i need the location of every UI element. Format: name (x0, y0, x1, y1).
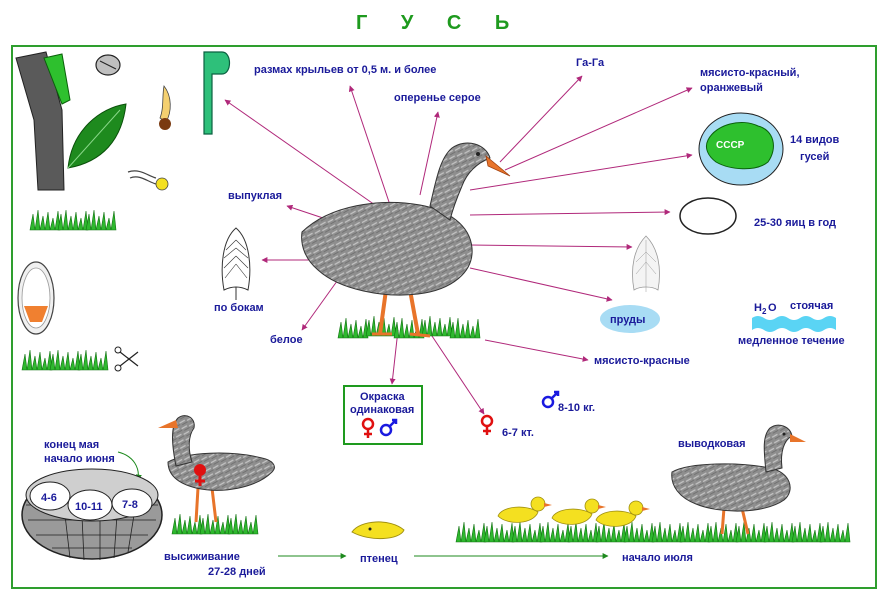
ussr-map-icon: СССР (698, 112, 784, 186)
label-incubation-days: 27-28 дней (208, 566, 266, 578)
grass-scissors-icon (21, 346, 139, 372)
male-symbol-icon (541, 390, 560, 409)
label-legs: мясисто-красные (594, 355, 690, 367)
female-symbol-icon (194, 464, 206, 486)
label-chick: птенец (360, 553, 398, 565)
label-july: начало июля (622, 552, 693, 564)
label-ussr: СССР (716, 140, 745, 151)
female-symbol-icon (480, 414, 494, 435)
grass-patch (337, 315, 481, 339)
label-sides: по бокам (214, 302, 264, 314)
label-female-weight: 6-7 кт. (502, 427, 534, 439)
letter-r-icon (203, 51, 231, 135)
grass-icon (29, 209, 117, 231)
egg-cross-section-icon (17, 261, 55, 335)
gosling-icon (551, 498, 606, 525)
goose-adult-right-illustration (671, 424, 806, 535)
male-symbol-icon (379, 418, 398, 437)
frame-border (11, 45, 877, 589)
stone-icon (95, 54, 121, 76)
label-male-weight: 8-10 кг. (558, 402, 595, 414)
goose-female-illustration (158, 415, 275, 535)
gosling-icon (595, 500, 650, 527)
label-beak-color-1: мясисто-красный, (700, 67, 800, 79)
label-eggs: 25-30 яиц в год (754, 217, 836, 229)
goose-main-illustration (301, 142, 511, 339)
hatchling-icon (351, 521, 405, 539)
worm-icon (127, 170, 169, 191)
nest-illustration (21, 468, 163, 561)
arrows (224, 75, 693, 415)
feather-icon-left (221, 227, 251, 300)
label-convex: выпуклая (228, 190, 282, 202)
label-coloring-1: Окраска (360, 391, 406, 403)
label-white: белое (270, 334, 303, 346)
label-brood: выводковая (678, 438, 746, 450)
egg-icon (679, 197, 737, 235)
label-species-2: гусей (800, 151, 829, 163)
coloring-box (343, 385, 423, 445)
label-voice: Га-Га (576, 57, 605, 69)
leaf-icon (67, 103, 127, 169)
gosling-icon (497, 496, 552, 523)
grass-strip-bottom (455, 521, 851, 543)
label-plumage: оперенье серое (394, 92, 481, 104)
page-title: Г У С Ь (356, 12, 523, 34)
label-beak-color-2: оранжевый (700, 82, 763, 94)
label-wingspan: размах крыльев от 0,5 м. и более (254, 64, 436, 76)
label-coloring-2: одинаковая (350, 404, 414, 416)
label-h2o-o: O (768, 302, 777, 314)
feather-icon-right (632, 235, 660, 292)
water-waves-icon (752, 316, 836, 332)
label-nest-time-2: начало июня (44, 453, 115, 465)
label-nest-time-1: конец мая (44, 439, 99, 451)
label-clutch-b: 10-11 (75, 501, 103, 513)
label-clutch-c: 7-8 (122, 499, 138, 511)
label-slow-flow: медленное течение (738, 335, 845, 347)
root-vegetable-icon (159, 85, 171, 130)
tree-trunk-icon (15, 51, 71, 191)
label-standing: стоячая (790, 300, 833, 312)
female-symbol-icon (361, 417, 375, 438)
label-incubation: высиживание (164, 551, 240, 563)
label-h2o-sub: 2 (762, 307, 767, 316)
label-ponds: пруды (610, 314, 645, 326)
ponds-badge (600, 305, 660, 333)
label-species-1: 14 видов (790, 134, 840, 146)
label-h2o-h: H (754, 302, 762, 314)
label-clutch-a: 4-6 (41, 492, 57, 504)
